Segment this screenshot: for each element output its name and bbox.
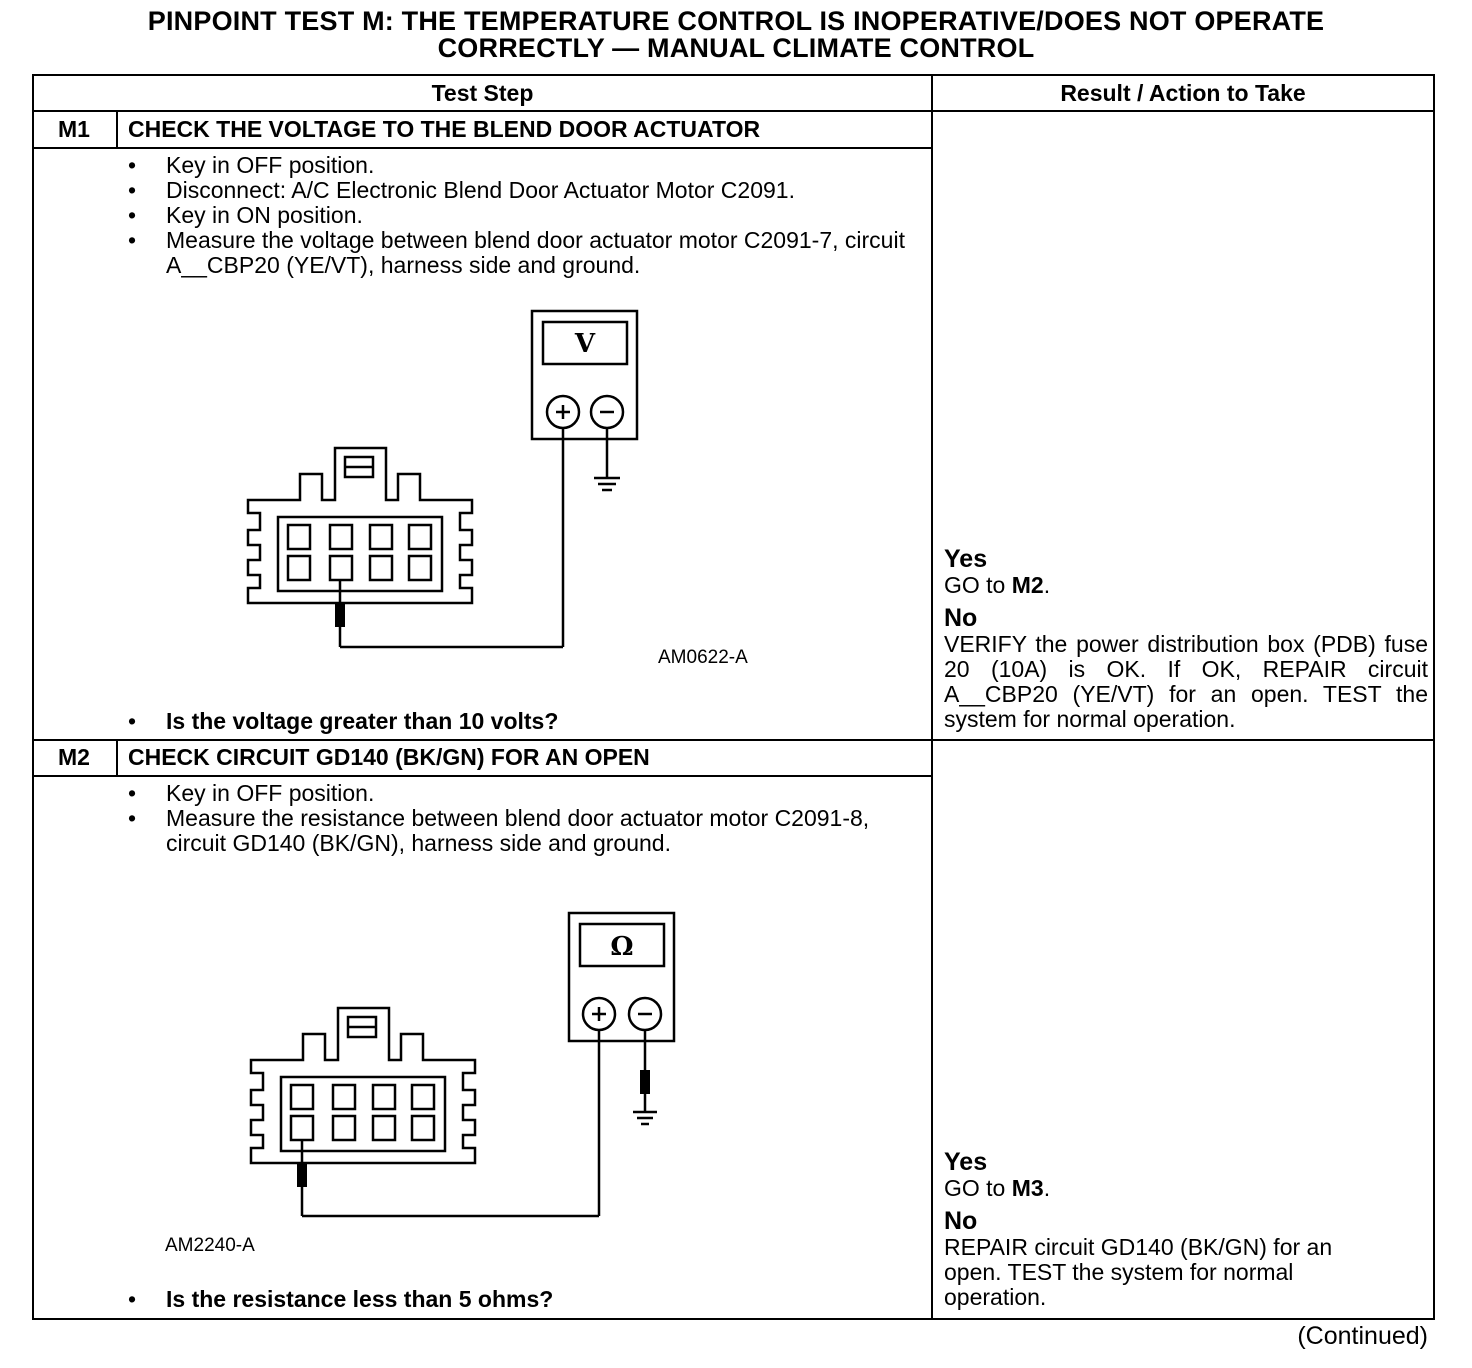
title-line-2: CORRECTLY — MANUAL CLIMATE CONTROL xyxy=(437,33,1035,63)
next-step-link: M2 xyxy=(1011,572,1044,598)
figure-id: AM2240-A xyxy=(165,1235,255,1256)
step-result: Yes GO to M2. No VERIFY the power distri… xyxy=(944,545,1432,732)
header-divider xyxy=(32,110,1435,112)
step-result: Yes GO to M3. No REPAIR circuit GD140 (B… xyxy=(944,1148,1432,1310)
voltmeter-diagram: V xyxy=(246,309,639,649)
yes-action: GO to M3. xyxy=(944,1175,1051,1201)
no-label: No xyxy=(944,1207,978,1235)
meter-symbol: Ω xyxy=(610,932,633,962)
step-m1-title-divider xyxy=(32,147,933,149)
step-id: M1 xyxy=(58,116,90,142)
step-instructions: Key in OFF position. Disconnect: A/C Ele… xyxy=(128,153,908,278)
step-title: CHECK THE VOLTAGE TO THE BLEND DOOR ACTU… xyxy=(128,116,761,142)
instruction-item: Key in ON position. xyxy=(128,203,908,229)
step-title: CHECK CIRCUIT GD140 (BK/GN) FOR AN OPEN xyxy=(128,744,650,770)
instruction-item: Measure the voltage between blend door a… xyxy=(128,228,908,278)
no-action: REPAIR circuit GD140 (BK/GN) for an open… xyxy=(944,1234,1333,1310)
step-m2-title-divider xyxy=(32,775,933,777)
column-divider xyxy=(931,74,933,1320)
header-result: Result / Action to Take xyxy=(1060,80,1306,106)
header-test-step: Test Step xyxy=(431,80,534,106)
test-table xyxy=(32,74,1435,1320)
no-label: No xyxy=(944,604,978,632)
meter-symbol: V xyxy=(574,329,596,359)
step-instructions: Key in OFF position. Measure the resista… xyxy=(128,781,908,856)
instruction-item: Key in OFF position. xyxy=(128,153,908,179)
step-id: M2 xyxy=(58,744,90,770)
step-question: Is the resistance less than 5 ohms? xyxy=(128,1286,553,1313)
instruction-item: Key in OFF position. xyxy=(128,781,908,807)
title-line-1: PINPOINT TEST M: THE TEMPERATURE CONTROL… xyxy=(147,6,1325,36)
next-step-link: M3 xyxy=(1011,1175,1044,1201)
figure-id: AM0622-A xyxy=(658,647,748,668)
step-divider xyxy=(32,739,1435,741)
page-title: PINPOINT TEST M: THE TEMPERATURE CONTROL… xyxy=(0,8,1472,62)
instruction-item: Disconnect: A/C Electronic Blend Door Ac… xyxy=(128,178,908,204)
step-question: Is the voltage greater than 10 volts? xyxy=(128,708,558,735)
continued-note: (Continued) xyxy=(1297,1322,1428,1350)
step-m2-id-divider xyxy=(116,739,118,777)
yes-label: Yes xyxy=(944,545,988,573)
step-m1-id-divider xyxy=(116,110,118,149)
ohmmeter-diagram: Ω xyxy=(249,911,676,1218)
yes-action: GO to M2. xyxy=(944,572,1051,598)
yes-label: Yes xyxy=(944,1148,988,1176)
no-action: VERIFY the power distribution box (PDB) … xyxy=(944,631,1428,732)
instruction-item: Measure the resistance between blend doo… xyxy=(128,806,908,856)
